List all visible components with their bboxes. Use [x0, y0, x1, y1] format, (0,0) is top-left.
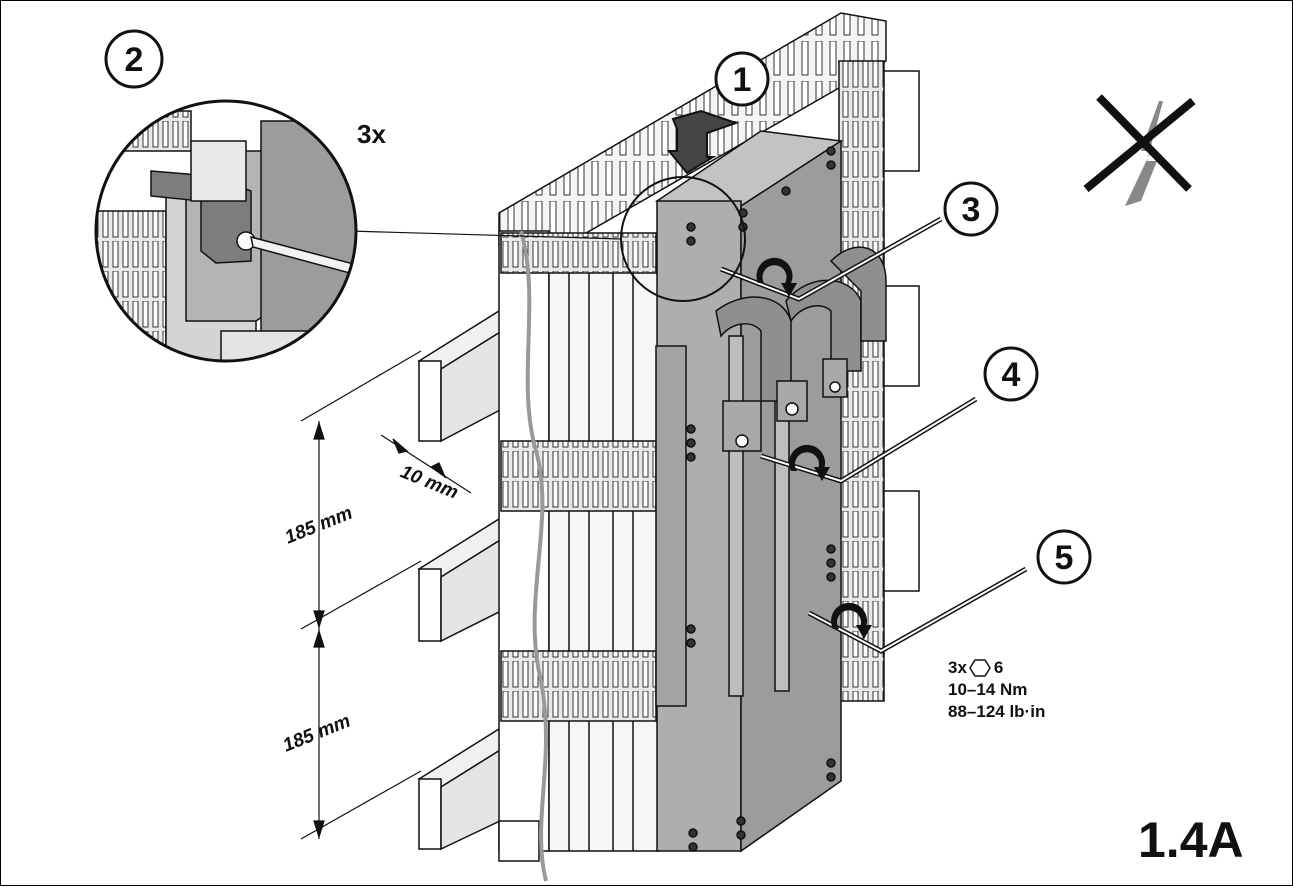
svg-text:1: 1 — [733, 61, 752, 99]
busbar-right-top — [882, 70, 920, 172]
torque-lbin: 88–124 lb·in — [948, 702, 1046, 721]
torque-nm: 10–14 Nm — [948, 680, 1028, 699]
hex-size: 6 — [993, 658, 1004, 677]
dimension-lines — [300, 350, 472, 840]
tool-spec: 3x 6 10–14 Nm 88–124 lb·in — [948, 657, 1045, 723]
terminal-screws — [686, 146, 836, 852]
dimension-label-lower: 185 mm — [280, 711, 354, 757]
detail-leader-line — [348, 230, 623, 240]
busbar-support-frame — [498, 12, 887, 862]
svg-text:3: 3 — [962, 191, 981, 229]
hex-count: 3x — [948, 658, 967, 677]
detail-view — [94, 99, 358, 363]
busbar-right-middle — [882, 285, 920, 387]
callout-2: 2 — [104, 29, 164, 89]
rotation-arrow-icon — [756, 257, 872, 639]
cut-line — [519, 230, 548, 882]
figure-label: 1.4A — [1138, 812, 1244, 868]
callout-1: 1 — [714, 51, 770, 107]
detail-multiplier: 3x — [357, 119, 386, 149]
svg-text:4: 4 — [1002, 356, 1021, 394]
svg-text:2: 2 — [125, 41, 144, 79]
busbar-right-bottom — [882, 490, 920, 592]
push-down-arrow-icon — [666, 109, 740, 175]
hex-size-row: 3x 6 — [948, 657, 1045, 679]
no-voltage-icon — [1083, 94, 1196, 206]
callout-5: 5 — [1036, 529, 1092, 585]
hex-key-icon — [969, 659, 991, 677]
callout-3: 3 — [943, 181, 999, 237]
svg-text:5: 5 — [1055, 539, 1074, 577]
fuse-switch-module — [654, 130, 887, 853]
callout-4: 4 — [983, 346, 1039, 402]
dimension-label-thickness: 10 mm — [397, 462, 461, 504]
